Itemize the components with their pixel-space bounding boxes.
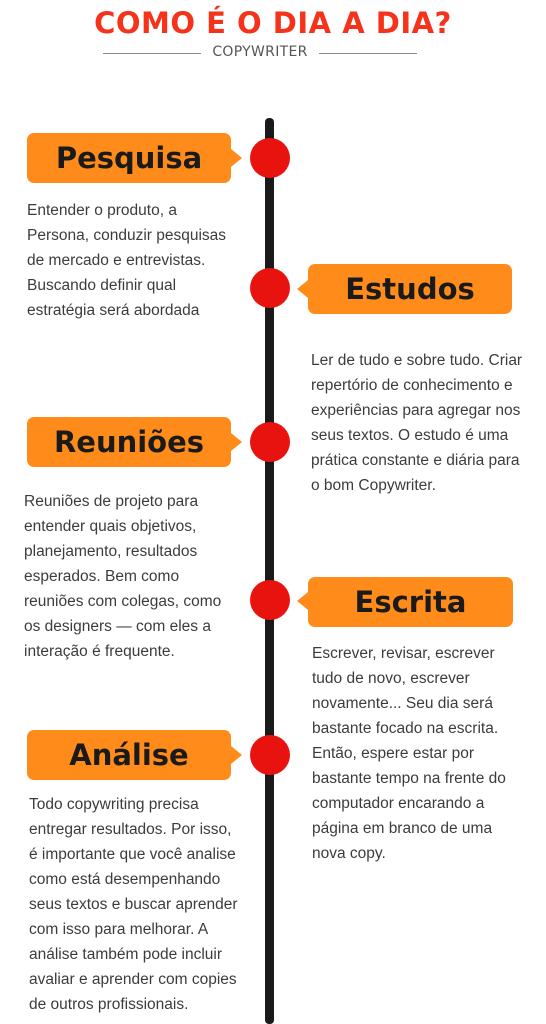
step-label-estudos: Estudos <box>308 264 512 314</box>
timeline-dot <box>250 580 290 620</box>
subtitle-divider-left <box>103 53 201 54</box>
timeline-dot <box>250 735 290 775</box>
step-label-pesquisa: Pesquisa <box>27 133 231 183</box>
timeline-dot <box>250 138 290 178</box>
step-pointer <box>231 149 242 167</box>
step-pointer <box>231 746 242 764</box>
subtitle-divider-right <box>319 53 417 54</box>
step-pointer <box>297 280 308 298</box>
timeline-dot <box>250 422 290 462</box>
page-subtitle: COPYWRITER <box>212 44 308 60</box>
timeline-axis <box>265 118 274 1024</box>
timeline-dot <box>250 268 290 308</box>
step-label-reunioes: Reuniões <box>27 417 231 467</box>
step-label-analise: Análise <box>27 730 231 780</box>
step-pointer <box>231 433 242 451</box>
subtitle-block: COPYWRITER <box>103 44 417 64</box>
step-pointer <box>297 592 308 610</box>
step-label-escrita: Escrita <box>308 577 513 627</box>
page-title: COMO É O DIA A DIA? <box>94 6 452 40</box>
